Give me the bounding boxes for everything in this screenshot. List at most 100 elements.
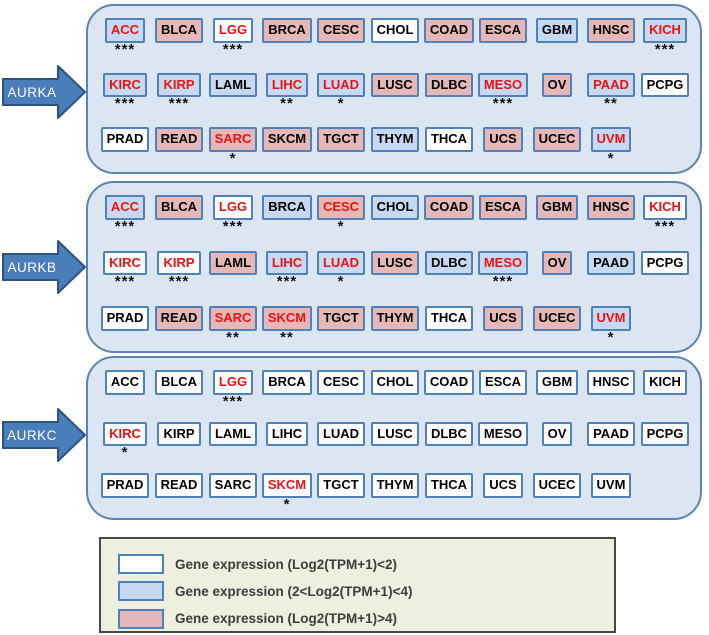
gene-box-prad: PRAD <box>100 127 150 152</box>
significance-asterisks: *** <box>114 95 136 113</box>
gene-box-cesc: CESC <box>316 370 366 395</box>
gene-cell: LAML <box>206 72 260 112</box>
gene-cell: CESC* <box>314 195 368 234</box>
gene-cell: THYM <box>368 127 422 166</box>
gene-cell: UVM* <box>584 127 638 166</box>
gene-box-coad: COAD <box>423 195 475 220</box>
gene-box-pcpg: PCPG <box>640 250 690 276</box>
gene-cell: TGCT <box>314 306 368 345</box>
gene-box-ucec: UCEC <box>532 127 582 152</box>
gene-box-coad: COAD <box>423 370 475 395</box>
gene-box-thca: THCA <box>424 473 474 498</box>
gene-cell: DLBC <box>422 250 476 290</box>
significance-asterisks: * <box>607 329 615 346</box>
gene-cell: LUSC <box>368 421 422 461</box>
gene-box-ov: OV <box>541 72 573 98</box>
gene-box-lgg: LGG <box>212 370 254 395</box>
gene-cell: OV <box>530 250 584 290</box>
gene-cell: PAAD <box>584 250 638 290</box>
gene-cell: COAD <box>422 195 476 234</box>
significance-asterisks: * <box>337 217 345 235</box>
gene-box-paad: PAAD <box>587 421 635 447</box>
legend-item-blue: Gene expression (2<Log2(TPM+1)<4) <box>118 579 614 603</box>
gene-box-paad: PAAD <box>587 250 635 276</box>
gene-cell: LUAD* <box>314 250 368 289</box>
gene-cell: READ <box>152 473 206 512</box>
significance-asterisks: *** <box>492 95 514 113</box>
gene-box-chol: CHOL <box>370 18 420 43</box>
legend-item-label: Gene expression (Log2(TPM+1)<2) <box>175 556 398 572</box>
gene-box-uvm: UVM <box>590 127 632 152</box>
gene-cell: ACC*** <box>98 195 152 234</box>
gene-box-brca: BRCA <box>262 370 312 395</box>
gene-cell: OV <box>530 72 584 112</box>
gene-box-esca: ESCA <box>478 370 528 395</box>
gene-box-pcpg: PCPG <box>640 72 690 98</box>
gene-cell: CESC <box>314 370 368 409</box>
significance-asterisks: *** <box>222 40 244 58</box>
gene-cell: LAML <box>206 421 260 461</box>
gene-cell: KICH*** <box>638 195 692 234</box>
gene-cell: LUSC <box>368 250 422 290</box>
gene-box-blca: BLCA <box>154 195 204 220</box>
gene-cell: MESO <box>476 421 530 461</box>
gene-cell: SARC** <box>206 306 260 345</box>
gene-box-luad: LUAD <box>316 250 366 276</box>
gene-box-lgg: LGG <box>212 195 254 220</box>
gene-box-brca: BRCA <box>262 195 312 220</box>
gene-box-read: READ <box>154 127 204 152</box>
significance-asterisks: *** <box>168 273 190 291</box>
gene-cell: SKCM* <box>260 473 314 512</box>
gene-box-lusc: LUSC <box>371 72 419 98</box>
gene-box-kirp: KIRP <box>157 72 201 98</box>
gene-cell: READ <box>152 127 206 166</box>
gene-box-ucec: UCEC <box>532 306 582 331</box>
gene-cell: UVM <box>584 473 638 512</box>
gene-cell: PRAD <box>98 473 152 512</box>
gene-cell: KIRC*** <box>98 72 152 113</box>
legend-item-pink: Gene expression (Log2(TPM+1)>4) <box>118 607 614 631</box>
significance-asterisks: *** <box>222 217 244 235</box>
gene-cell: DLBC <box>422 72 476 112</box>
right-block-arrow-icon <box>2 65 86 119</box>
gene-cell: KIRC*** <box>98 250 152 291</box>
aurkb-arrow: AURKB <box>2 239 86 295</box>
significance-asterisks: *** <box>654 40 676 58</box>
gene-box-uvm: UVM <box>590 473 632 498</box>
significance-asterisks: *** <box>222 392 244 410</box>
legend-item-label: Gene expression (Log2(TPM+1)>4) <box>175 611 398 627</box>
gene-cell: LIHC <box>260 421 314 461</box>
gene-box-ucs: UCS <box>483 127 523 152</box>
gene-cell: PCPG <box>638 72 692 112</box>
gene-box-thym: THYM <box>370 127 420 152</box>
gene-cell: UCEC <box>530 473 584 512</box>
gene-box-lgg: LGG <box>212 18 254 43</box>
right-block-arrow-icon <box>2 240 86 294</box>
gene-box-ucs: UCS <box>483 473 523 498</box>
gene-cell: THCA <box>422 127 476 166</box>
gene-cell: LIHC*** <box>260 250 314 289</box>
significance-asterisks: * <box>607 150 615 167</box>
gene-box-luad: LUAD <box>316 72 366 98</box>
gene-cell: LAML <box>206 250 260 290</box>
gene-box-sarc: SARC <box>208 127 258 152</box>
gene-box-esca: ESCA <box>478 18 528 43</box>
gene-box-esca: ESCA <box>478 195 528 220</box>
gene-box-laml: LAML <box>208 72 258 98</box>
significance-asterisks: *** <box>114 217 136 235</box>
gene-cell: COAD <box>422 18 476 57</box>
gene-cell: KIRP*** <box>152 250 206 291</box>
gene-box-coad: COAD <box>423 18 475 43</box>
aurkb-arrow-label: AURKB <box>7 259 57 275</box>
gene-box-acc: ACC <box>104 370 146 395</box>
gene-box-ucec: UCEC <box>532 473 582 498</box>
gene-box-lusc: LUSC <box>371 250 419 276</box>
gene-box-meso: MESO <box>477 72 529 98</box>
significance-asterisks: *** <box>114 273 136 291</box>
gene-box-gbm: GBM <box>535 18 579 43</box>
gene-box-sarc: SARC <box>208 306 258 331</box>
